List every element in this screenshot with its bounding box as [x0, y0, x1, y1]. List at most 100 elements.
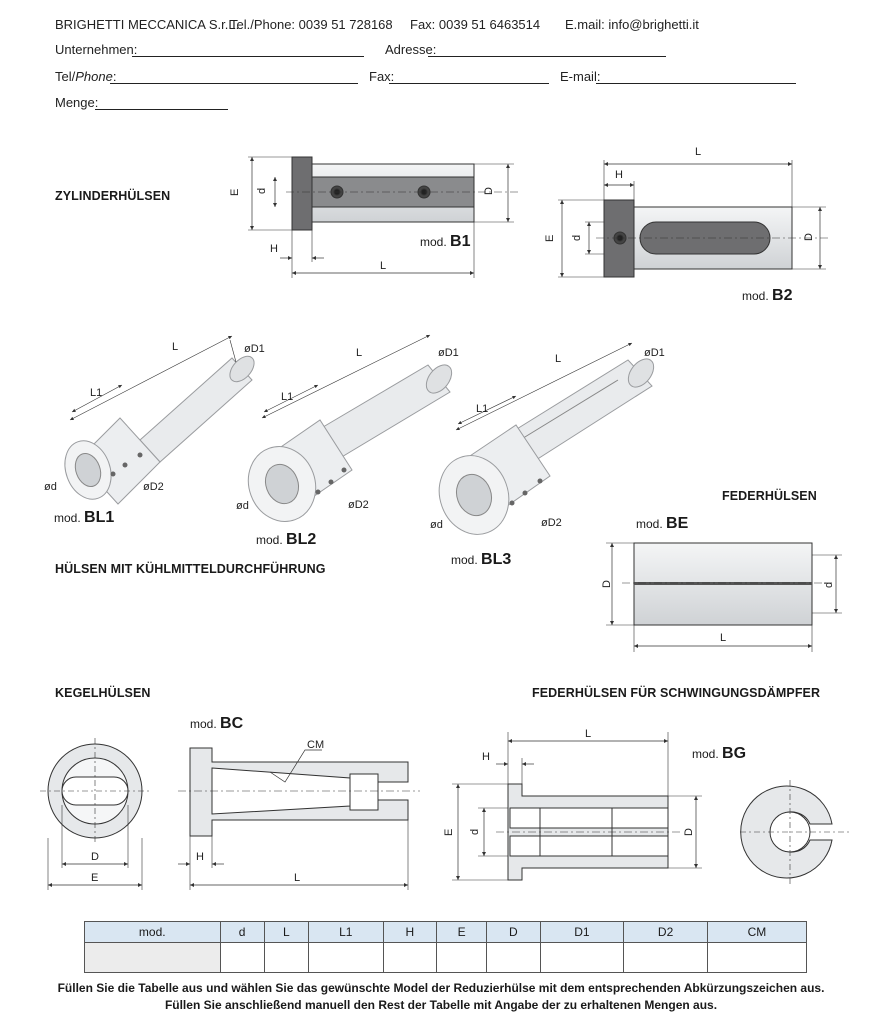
- dim-h-bg: H: [482, 751, 490, 763]
- cell-l1[interactable]: [307, 942, 384, 973]
- dim-D-b1: D: [483, 187, 495, 195]
- company-field-label: Unternehmen:: [55, 42, 138, 57]
- dim-h-b1: H: [270, 243, 278, 255]
- dim-od-bl3: ød: [430, 519, 443, 531]
- cell-D[interactable]: [486, 942, 541, 973]
- col-header: E: [435, 921, 488, 943]
- col-header: D: [486, 921, 541, 943]
- section-title-cylinder: ZYLINDERHÜLSEN: [55, 189, 171, 203]
- dim-e-bg: E: [443, 829, 455, 836]
- address-field[interactable]: [428, 56, 666, 57]
- dim-d1-bl3: øD1: [644, 347, 665, 359]
- section-title-spring: FEDERHÜLSEN: [722, 489, 817, 503]
- dim-D-b2: D: [803, 233, 815, 241]
- dim-l-bg: L: [585, 728, 591, 740]
- cell-l[interactable]: [263, 942, 309, 973]
- dim-D-be: D: [601, 580, 613, 588]
- dim-e-bc: E: [91, 872, 98, 884]
- quantity-field[interactable]: [95, 109, 228, 110]
- dim-l-b1: L: [380, 260, 386, 272]
- dim-l-be: L: [720, 632, 726, 644]
- fax-field-label: Fax:: [369, 69, 395, 84]
- section-title-damper: FEDERHÜLSEN FÜR SCHWINGUNGSDÄMPFER: [532, 686, 821, 700]
- dim-l1-bl2: L1: [281, 391, 293, 403]
- footer-instruction-2: Füllen Sie anschließend manuell den Rest…: [164, 998, 718, 1012]
- col-header: L1: [307, 921, 384, 943]
- drawing-bg-side: [452, 732, 702, 881]
- dim-od-bl1: ød: [44, 481, 57, 493]
- col-header: CM: [706, 921, 808, 943]
- dim-e-b2: E: [544, 235, 556, 242]
- cell-d[interactable]: [219, 942, 265, 973]
- dim-d-b1: d: [256, 188, 268, 194]
- model-label-bg: mod. BG: [692, 745, 747, 762]
- dim-l-bc: L: [294, 872, 300, 884]
- dim-l-bl3: L: [555, 353, 561, 365]
- order-table: mod. d L L1 H E D D1 D2 CM: [84, 921, 808, 973]
- cell-d2[interactable]: [623, 942, 708, 973]
- cell-d1[interactable]: [539, 942, 625, 973]
- dim-d-b2: d: [571, 235, 583, 241]
- col-header: D2: [623, 921, 708, 943]
- col-header: d: [219, 921, 265, 943]
- dim-l-bl1: L: [172, 341, 178, 353]
- company-phone: Tel./Phone: 0039 51 728168: [230, 17, 393, 32]
- company-fax: Fax: 0039 51 6463514: [410, 17, 541, 32]
- dim-cm-bc: CM: [307, 739, 324, 751]
- table-header-row: mod. d L L1 H E D D1 D2 CM: [84, 921, 808, 943]
- model-label-be: mod. BE: [636, 515, 689, 532]
- dim-l1-bl1: L1: [90, 387, 102, 399]
- table-row: [84, 942, 808, 973]
- address-field-label: Adresse:: [385, 42, 437, 57]
- col-header: H: [382, 921, 437, 943]
- dim-d1-bl2: øD1: [438, 347, 459, 359]
- dim-d2-bl3: øD2: [541, 517, 562, 529]
- model-label-b2: mod. B2: [742, 287, 793, 304]
- cell-e[interactable]: [435, 942, 488, 973]
- model-label-bl3: mod. BL3: [451, 551, 512, 568]
- dim-od-bl2: ød: [236, 500, 249, 512]
- cell-h[interactable]: [382, 942, 437, 973]
- email-field[interactable]: [596, 83, 796, 84]
- fax-field[interactable]: [389, 83, 549, 84]
- model-label-bc: mod. BC: [190, 715, 244, 732]
- dim-e-b1: E: [229, 189, 241, 196]
- dim-d2-bl2: øD2: [348, 499, 369, 511]
- tel-field-label: Tel/Phone:: [55, 69, 117, 84]
- col-header: L: [263, 921, 309, 943]
- model-label-b1: mod. B1: [420, 233, 471, 250]
- quantity-field-label: Menge:: [55, 95, 99, 110]
- dim-h-bc: H: [196, 851, 204, 863]
- dim-l-b2: L: [695, 146, 701, 158]
- drawing-b1: [248, 156, 520, 278]
- drawing-b2: [558, 160, 830, 278]
- email-field-label: E-mail:: [560, 69, 601, 84]
- col-header: mod.: [84, 921, 221, 943]
- dim-D-bg: D: [683, 828, 695, 836]
- company-name: BRIGHETTI MECCANICA S.r.L.: [55, 17, 240, 32]
- col-header: D1: [539, 921, 625, 943]
- company-email: E.mail: info@brighetti.it: [565, 17, 699, 32]
- footer-instruction-1: Füllen Sie die Tabelle aus und wählen Si…: [57, 981, 825, 995]
- section-title-cone: KEGELHÜLSEN: [55, 686, 151, 700]
- drawing-bg-front: [740, 780, 850, 884]
- cell-cm[interactable]: [706, 942, 808, 973]
- drawing-be: [606, 542, 842, 652]
- section-title-coolant: HÜLSEN MIT KÜHLMITTELDURCHFÜHRUNG: [55, 562, 326, 576]
- model-label-bl1: mod. BL1: [54, 509, 115, 526]
- dim-d2-bl1: øD2: [143, 481, 164, 493]
- drawing-bl3: [438, 358, 655, 535]
- dim-d-be: d: [823, 582, 835, 588]
- cell-mod[interactable]: [84, 942, 221, 973]
- dim-d1-bl1: øD1: [244, 343, 265, 355]
- dim-d-bg: d: [469, 829, 481, 835]
- drawing-bc-side: [178, 747, 420, 890]
- dim-l-bl2: L: [356, 347, 362, 359]
- dim-l1-bl3: L1: [476, 403, 488, 415]
- drawing-bc-front: [40, 738, 150, 890]
- dim-h-b2: H: [615, 169, 623, 181]
- model-label-bl2: mod. BL2: [256, 531, 317, 548]
- company-field[interactable]: [132, 56, 364, 57]
- tel-field[interactable]: [110, 83, 358, 84]
